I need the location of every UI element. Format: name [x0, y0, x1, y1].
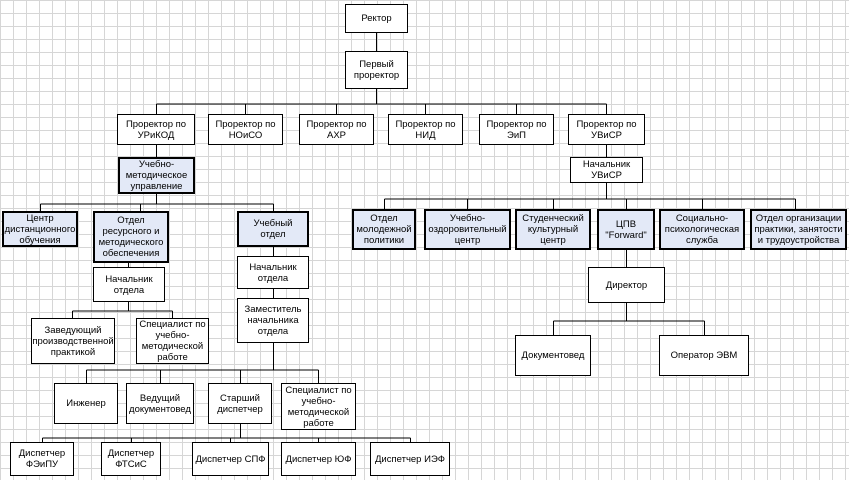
social-service-box: Социально- психологическая служба	[659, 209, 745, 250]
operator-box: Оператор ЭВМ	[659, 335, 749, 376]
disp-yuf-box: Диспетчер ЮФ	[281, 442, 356, 476]
senior-dispatcher-box: Старший диспетчер	[208, 383, 272, 424]
chief-uvisr-box: Начальник УВиСР	[570, 157, 643, 183]
prorector-noiso-box: Проректор по НОиСО	[208, 114, 283, 145]
head-dept-2-box: Начальник отдела	[237, 256, 309, 289]
specialist-2-box: Специалист по учебно- методической работ…	[281, 383, 356, 430]
prorector-uricod-box: Проректор по УРиКОД	[117, 114, 195, 145]
study-dept-box: Учебный отдел	[237, 211, 309, 247]
documentoved-box: Документовед	[515, 335, 591, 376]
specialist-1-box: Специалист по учебно- методической работ…	[136, 318, 209, 364]
prorector-nid-box: Проректор по НИД	[388, 114, 463, 145]
disp-feipu-box: Диспетчер ФЭиПУ	[10, 442, 74, 476]
deputy-head-box: Заместитель начальника отдела	[237, 298, 309, 343]
disp-ftsis-box: Диспетчер ФТСиС	[101, 442, 161, 476]
disp-ief-box: Диспетчер ИЭФ	[370, 442, 450, 476]
health-center-box: Учебно- оздоровительный центр	[424, 209, 511, 250]
prorector-eip-box: Проректор по ЭиП	[479, 114, 554, 145]
lead-docs-box: Ведущий документовед	[126, 383, 194, 424]
director-box: Директор	[588, 267, 665, 303]
engineer-box: Инженер	[54, 383, 118, 424]
disp-spf-box: Диспетчер СПФ	[192, 442, 269, 476]
distance-center-box: Центр дистанционного обучения	[2, 211, 78, 247]
umu-box: Учебно- методическое управление	[118, 157, 195, 194]
prorector-ahr-box: Проректор по АХР	[299, 114, 374, 145]
student-culture-box: Студенческий культурный центр	[515, 209, 591, 250]
rector-box: Ректор	[345, 4, 408, 33]
practice-dept-box: Отдел организации практики, занятости и …	[750, 209, 847, 250]
head-dept-1-box: Начальник отдела	[93, 267, 165, 302]
youth-dept-box: Отдел молодежной политики	[352, 209, 416, 250]
prorector-uvisr-box: Проректор по УВиСР	[568, 114, 645, 145]
cpv-box: ЦПВ "Forward"	[597, 209, 655, 250]
practice-head-box: Заведующий производственной практикой	[31, 318, 115, 364]
first-prorector-box: Первый проректор	[345, 51, 408, 89]
resource-dept-box: Отдел ресурсного и методического обеспеч…	[93, 211, 169, 263]
